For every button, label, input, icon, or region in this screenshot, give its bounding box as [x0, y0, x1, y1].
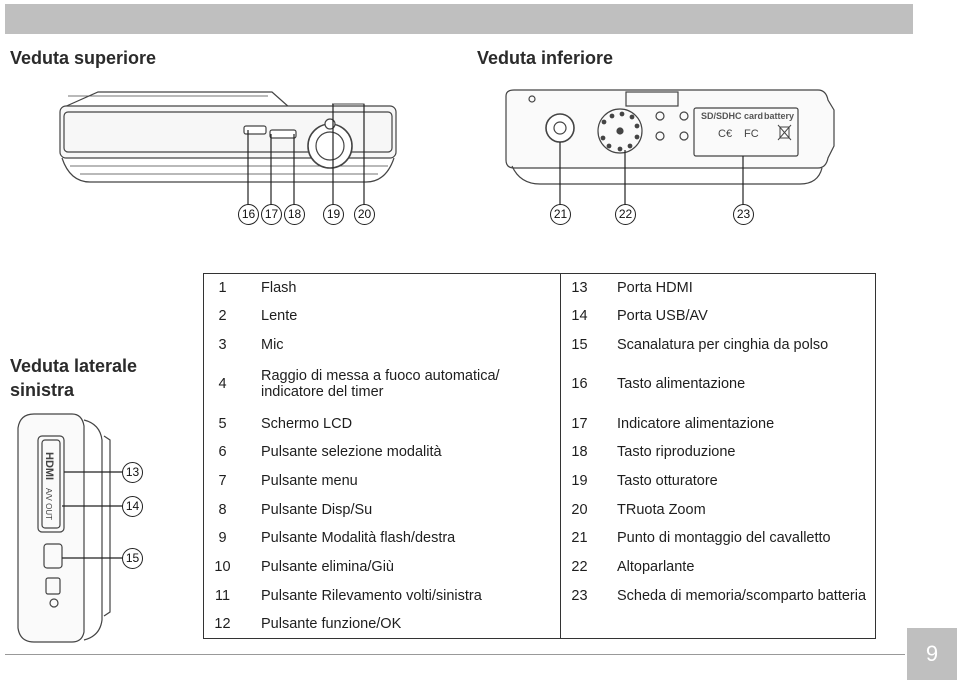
table-row: 9 Pulsante Modalità flash/destra 21 Punt…	[204, 523, 876, 553]
camera-top-view	[59, 91, 397, 183]
part-number: 13	[560, 273, 598, 302]
part-number: 17	[560, 409, 598, 439]
callout-bottom: 21	[550, 204, 571, 225]
part-label: Altoparlante	[617, 559, 695, 576]
callout-side: 15	[122, 548, 143, 569]
svg-text:C€: C€	[718, 128, 732, 140]
part-label-multiline: Raggio di messa a fuoco automatica/ indi…	[241, 359, 561, 409]
part-number: 21	[560, 523, 598, 553]
table-row: 6 Pulsante selezione modalità 18 Tasto r…	[204, 438, 876, 467]
part-number: 12	[214, 616, 231, 633]
table-row: 2 Lente 14 Porta USB/AV	[204, 301, 876, 331]
part-label-continued: indicatore del timer	[261, 384, 384, 401]
part-number: 4	[218, 376, 227, 393]
part-number: 1	[218, 279, 227, 296]
callout-top: 17	[261, 204, 282, 225]
hdmi-port-label: HDMI	[43, 452, 55, 480]
parts-table: 1 Flash 13 Porta HDMI 2 Lente 14 Porta U…	[203, 273, 876, 639]
part-label: Mic	[261, 336, 284, 353]
callout-top: 20	[354, 204, 375, 225]
empty-cell	[598, 610, 876, 638]
part-label: Tasto otturatore	[617, 473, 718, 490]
part-label: Indicatore alimentazione	[617, 415, 775, 432]
battery-label: battery	[764, 111, 794, 121]
empty-cell	[560, 610, 598, 639]
part-label: Pulsante menu	[261, 473, 358, 490]
part-label: Punto di montaggio del cavalletto	[617, 530, 831, 547]
part-number: 16	[560, 358, 598, 410]
table-row: 1 Flash 13 Porta HDMI	[204, 273, 876, 302]
part-number: 9	[218, 530, 227, 547]
part-label: Tasto alimentazione	[617, 376, 746, 393]
part-label: Schermo LCD	[261, 415, 353, 432]
part-label: Porta USB/AV	[617, 308, 708, 325]
header-bar	[5, 4, 913, 34]
part-number: 19	[560, 466, 598, 496]
part-number: 15	[560, 330, 598, 359]
part-number: 5	[218, 415, 227, 432]
part-label: Pulsante selezione modalità	[261, 444, 442, 461]
part-label: Scanalatura per cinghia da polso	[617, 336, 829, 353]
table-row: 12 Pulsante funzione/OK	[204, 610, 876, 639]
av-out-label: A/V OUT	[44, 488, 53, 520]
part-label: Pulsante elimina/Giù	[261, 559, 394, 576]
part-number: 8	[218, 501, 227, 518]
callout-bottom: 22	[615, 204, 636, 225]
table-row: 7 Pulsante menu 19 Tasto otturatore	[204, 466, 876, 496]
part-label: Porta HDMI	[617, 279, 693, 296]
part-number: 22	[560, 552, 598, 582]
leader-lines-top	[247, 104, 365, 206]
part-number: 10	[214, 559, 231, 576]
part-number: 18	[560, 438, 598, 467]
table-row: 3 Mic 15 Scanalatura per cinghia da pols…	[204, 330, 876, 359]
part-number: 7	[218, 473, 227, 490]
part-label: Scheda di memoria/scomparto batteria	[617, 587, 867, 604]
table-row: 11 Pulsante Rilevamento volti/sinistra 2…	[204, 581, 876, 611]
part-number: 11	[214, 587, 231, 604]
table-row: 10 Pulsante elimina/Giù 22 Altoparlante	[204, 552, 876, 582]
camera-side-view	[17, 413, 111, 643]
part-label: Pulsante funzione/OK	[261, 616, 402, 633]
table-row: 8 Pulsante Disp/Su 20 TRuota Zoom	[204, 495, 876, 524]
svg-text:FC: FC	[744, 128, 759, 140]
table-row: 4 Raggio di messa a fuoco automatica/ in…	[204, 358, 876, 410]
part-label: TRuota Zoom	[617, 501, 706, 518]
part-label: Pulsante Disp/Su	[261, 501, 373, 518]
part-label: Pulsante Modalità flash/destra	[261, 530, 456, 547]
part-number: 20	[560, 495, 598, 524]
callout-side: 14	[122, 496, 143, 517]
leader-lines-side	[62, 471, 124, 559]
part-number: 2	[218, 308, 227, 325]
leader-lines-bottom	[559, 142, 744, 206]
callout-top: 16	[238, 204, 259, 225]
callout-side: 13	[122, 462, 143, 483]
left-side-view-heading: Veduta laterale sinistra	[10, 356, 138, 400]
part-label: Pulsante Rilevamento volti/sinistra	[261, 587, 482, 604]
part-label: Lente	[261, 308, 298, 325]
callout-top: 18	[284, 204, 305, 225]
table-row: 5 Schermo LCD 17 Indicatore alimentazion…	[204, 409, 876, 439]
part-number: 6	[218, 444, 227, 461]
callout-bottom: 23	[733, 204, 754, 225]
callout-top: 19	[323, 204, 344, 225]
page-number: 9	[907, 628, 957, 680]
part-number: 14	[560, 301, 598, 331]
part-label: Raggio di messa a fuoco automatica/	[261, 368, 500, 385]
part-label: Flash	[261, 279, 297, 296]
bottom-view-heading: Veduta inferiore	[477, 48, 614, 68]
footer-divider	[5, 654, 905, 655]
part-number: 23	[560, 581, 598, 611]
camera-bottom-view: C€ FC	[505, 89, 835, 185]
top-view-heading: Veduta superiore	[10, 48, 157, 68]
sd-card-label: SD/SDHC card	[701, 111, 763, 121]
part-label: Tasto riproduzione	[617, 444, 736, 461]
part-number: 3	[218, 336, 227, 353]
